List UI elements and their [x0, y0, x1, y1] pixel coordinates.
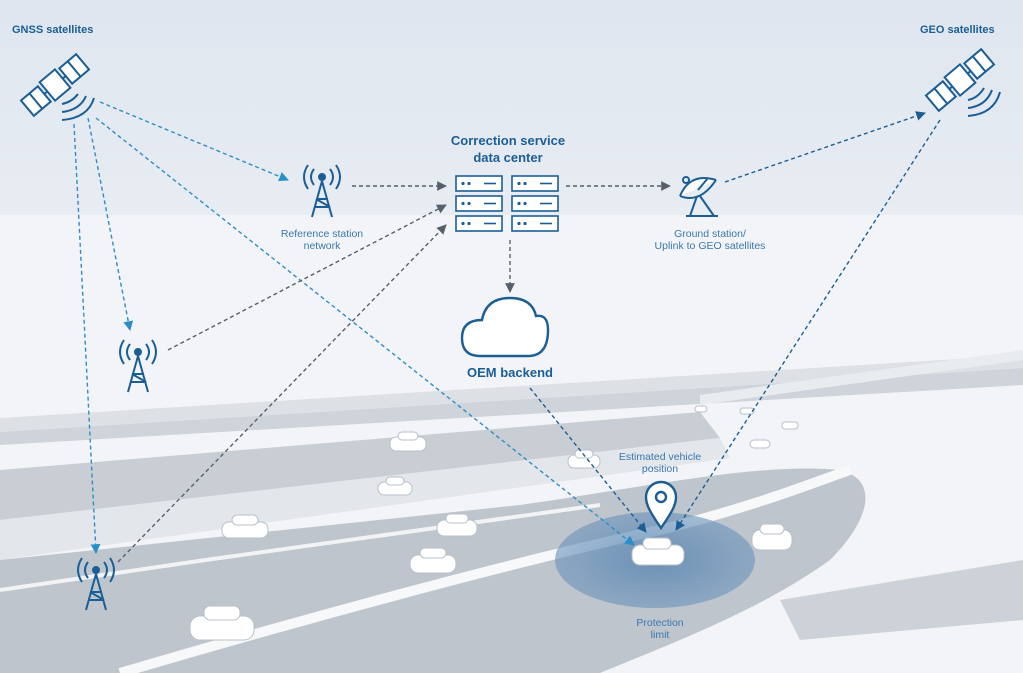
reference-station-label-line2: network	[303, 240, 341, 252]
cloud-icon	[460, 296, 550, 358]
server-rack-icon	[455, 175, 559, 232]
protection-limit-label-line1: Protection	[636, 617, 684, 629]
radio-tower-icon	[77, 557, 115, 611]
data-center-title-line2: data center	[473, 150, 543, 165]
geo-satellites-label: GEO satellites	[920, 24, 995, 36]
estimated-position-label-line2: position	[641, 463, 679, 475]
satellite-dish-icon	[679, 176, 718, 217]
link-gnss-to-vehicle	[95, 117, 635, 546]
link-gnss-to-reference	[99, 101, 289, 182]
car-icon	[189, 605, 255, 641]
link-ground-station-to-geo	[724, 111, 926, 183]
oem-backend-label: OEM backend	[467, 365, 553, 380]
link-backend-to-vehicle	[529, 387, 647, 533]
signal-waves-icon	[61, 93, 95, 121]
link-gnss-to-ground-tower	[73, 123, 101, 554]
protection-limit-label-line2: limit	[650, 629, 670, 641]
link-relay-to-data-center	[167, 204, 447, 351]
signal-waves-icon	[967, 87, 1001, 117]
satellite-icon	[924, 47, 996, 113]
estimated-position-label-line1: Estimated vehicle	[618, 451, 702, 463]
car-icon	[751, 523, 793, 551]
car-icon	[377, 476, 413, 496]
data-center-title-line1: Correction service	[450, 133, 566, 148]
radio-tower-icon	[303, 164, 341, 218]
link-gnss-to-relay-tower	[87, 117, 134, 331]
car-icon	[221, 514, 269, 539]
link-geo-to-vehicle	[675, 119, 941, 531]
car-icon	[739, 407, 755, 415]
car-icon	[436, 513, 478, 537]
car-icon	[694, 405, 708, 413]
ground-station-label-line1: Ground station/	[674, 228, 746, 240]
link-ground-tower-to-data-center	[117, 224, 447, 563]
car-icon	[749, 439, 771, 449]
satellite-icon	[19, 52, 91, 118]
car-icon	[781, 421, 799, 430]
ground-station-label-line2: Uplink to GEO satellites	[654, 240, 766, 252]
reference-station-label-line1: Reference station	[280, 228, 364, 240]
gnss-satellites-label: GNSS satellites	[12, 24, 94, 36]
radio-tower-icon	[119, 339, 157, 393]
location-pin-icon	[644, 480, 678, 531]
car-icon	[389, 431, 427, 452]
car-icon	[631, 537, 685, 566]
car-icon	[409, 547, 457, 574]
